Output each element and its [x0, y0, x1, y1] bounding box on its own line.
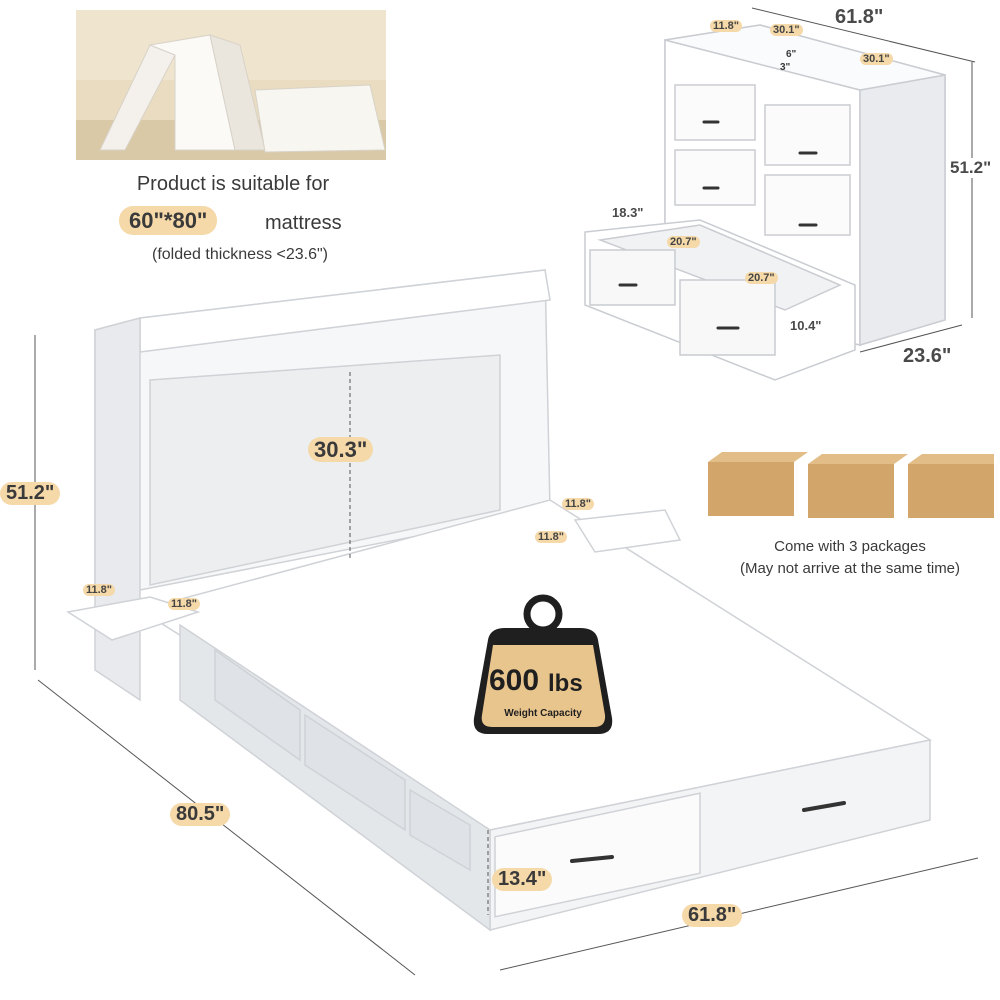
drawer-depth-label: 18.3" — [612, 205, 644, 220]
headboard-height-label: 30.3" — [308, 437, 374, 463]
packages-count-text: Come with 3 packages — [774, 538, 926, 555]
left-table-width-label: 11.8" — [83, 584, 116, 596]
weight-unit: lbs — [548, 670, 583, 697]
mattress-suitable-text: Product is suitable for — [136, 173, 330, 195]
cabinet-handles — [618, 120, 818, 330]
cabinet-height-label: 51.2" — [950, 158, 992, 178]
footboard-height-label: 13.4" — [492, 868, 553, 891]
drawer-width-1-label: 20.7" — [667, 236, 700, 248]
mattress-size-badge: 60"*80" — [119, 206, 218, 236]
package-boxes — [708, 452, 994, 518]
slot-height-label: 3" — [780, 62, 791, 73]
bed-length-label: 80.5" — [170, 803, 231, 826]
shelf-right-label: 30.1" — [860, 53, 893, 65]
drawer-width-2-label: 20.7" — [745, 272, 778, 284]
weight-icon — [473, 594, 613, 734]
bed-drawing — [65, 269, 932, 932]
packages-note-text: (May not arrive at the same time) — [739, 560, 961, 577]
cabinet-drawing — [584, 24, 946, 381]
slot-width-label: 6" — [786, 49, 797, 60]
bed-width-label: 61.8" — [682, 904, 743, 927]
left-table-depth-label: 11.8" — [168, 598, 201, 610]
mattress-thickness-note: (folded thickness <23.6") — [152, 246, 328, 263]
cabinet-width-label: 61.8" — [835, 6, 884, 28]
mattress-size-suffix: mattress — [265, 212, 342, 234]
cabinet-depth-label: 23.6" — [903, 345, 952, 367]
weight-value: 600 — [489, 664, 540, 697]
shelf-left-label: 11.8" — [710, 20, 743, 32]
bed-height-label: 51.2" — [0, 482, 61, 505]
right-table-depth-label: 11.8" — [535, 531, 568, 543]
cabinet-dimension-lines — [751, 7, 976, 353]
folded-mattress-photo — [76, 10, 386, 160]
shelf-mid-label: 30.1" — [770, 24, 803, 36]
bed-handles — [570, 801, 846, 863]
right-table-width-label: 11.8" — [562, 498, 595, 510]
drawer-height-label: 10.4" — [790, 318, 822, 333]
weight-caption: Weight Capacity — [504, 708, 582, 719]
